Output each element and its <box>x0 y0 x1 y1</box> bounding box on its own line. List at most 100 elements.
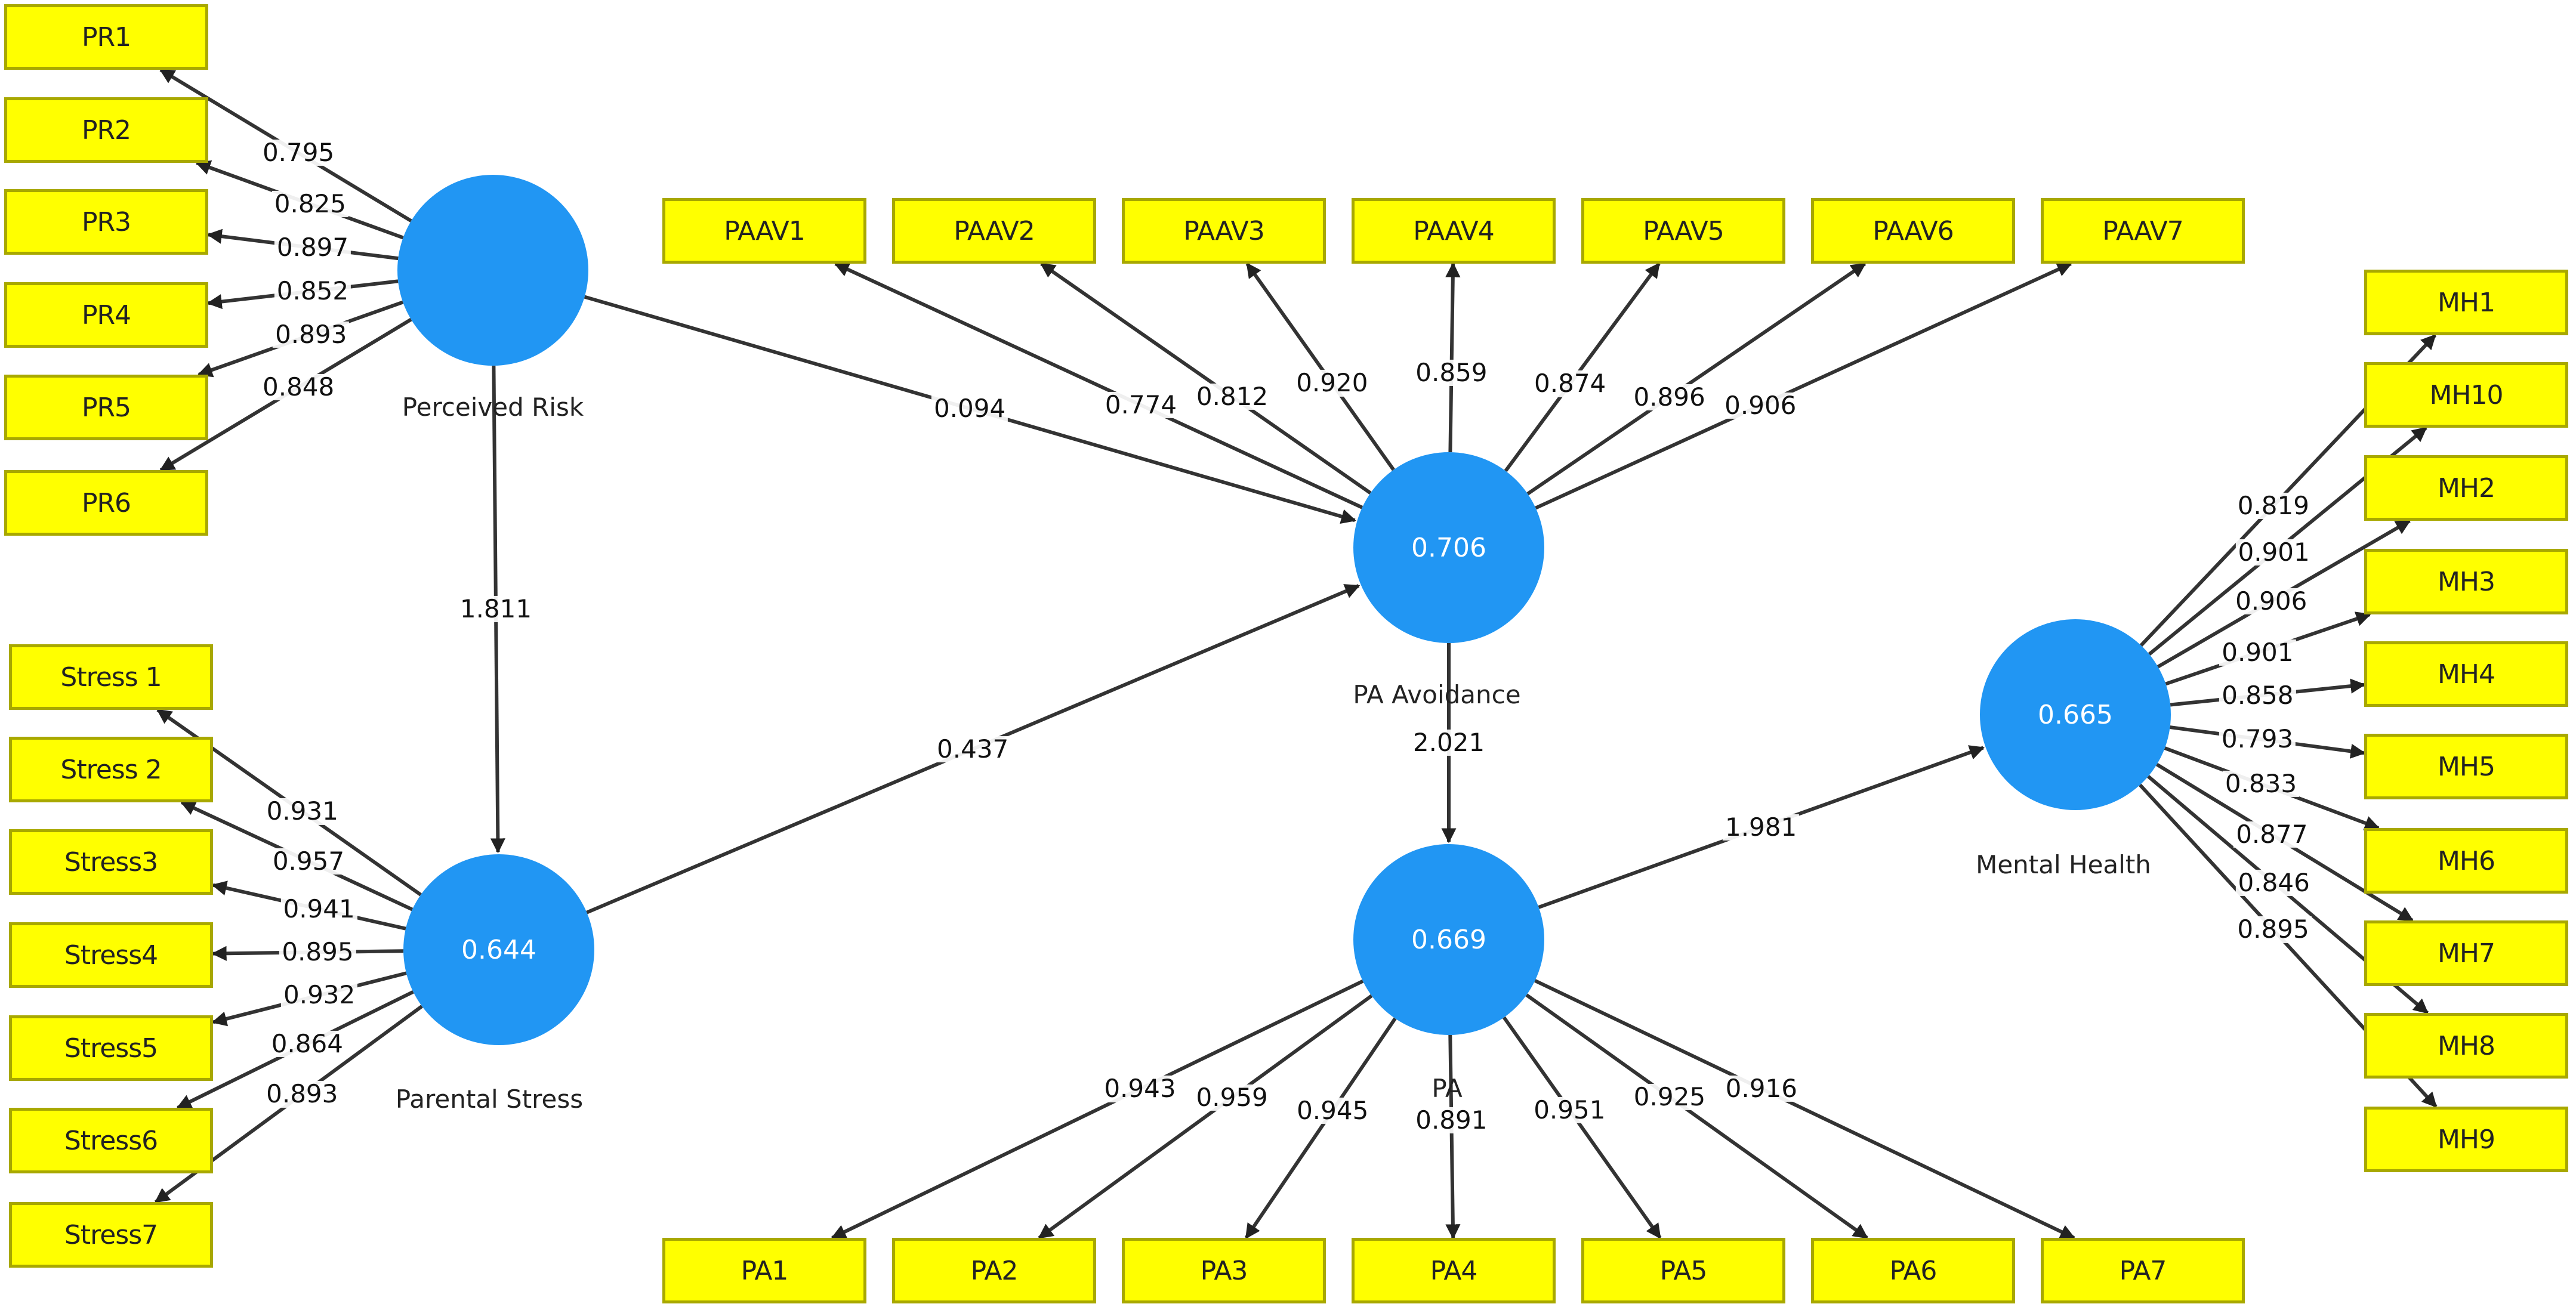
indicator-pr5[interactable]: PR5 <box>4 375 208 440</box>
loading-label-mh-5: 0.858 <box>2219 682 2296 709</box>
indicator-paav6[interactable]: PAAV6 <box>1811 198 2015 264</box>
indicator-mh1[interactable]: MH1 <box>2364 270 2568 335</box>
loading-arrow-pa-2 <box>1038 994 1373 1240</box>
r-squared-value: 0.665 <box>2038 699 2113 730</box>
indicator-mh10[interactable]: MH10 <box>2364 362 2568 428</box>
loading-label-pr-3: 0.897 <box>274 234 351 261</box>
loading-arrow-pa-3 <box>1244 1017 1397 1240</box>
loading-label-ps-7: 0.893 <box>264 1081 341 1108</box>
indicator-paav7[interactable]: PAAV7 <box>2041 198 2245 264</box>
indicator-paav2[interactable]: PAAV2 <box>892 198 1096 264</box>
loading-label-mh-10: 0.895 <box>2235 916 2312 943</box>
loading-label-mh-8: 0.877 <box>2233 821 2310 848</box>
loading-arrow-pa-4 <box>1445 1034 1461 1240</box>
r-squared-value: 0.706 <box>1411 532 1486 563</box>
loading-arrow-paa-1 <box>834 262 1363 509</box>
loading-arrow-paa-4 <box>1445 262 1461 453</box>
loading-label-ps-2: 0.957 <box>270 848 347 875</box>
loading-arrow-paa-3 <box>1245 262 1395 471</box>
indicator-paav1[interactable]: PAAV1 <box>662 198 866 264</box>
loading-label-pa-4: 0.891 <box>1413 1107 1490 1133</box>
path-coefficient-paa-to-pa: 2.021 <box>1410 729 1488 756</box>
loading-arrow-paa-2 <box>1039 262 1372 495</box>
loading-label-paa-4: 0.859 <box>1413 360 1490 387</box>
path-coefficient-ps-to-paa: 0.437 <box>934 736 1011 762</box>
loading-label-paa-5: 0.874 <box>1532 370 1609 397</box>
construct-label-pr: Perceived Risk <box>402 393 584 422</box>
indicator-mh7[interactable]: MH7 <box>2364 920 2568 986</box>
indicator-pa1[interactable]: PA1 <box>662 1238 866 1303</box>
loading-label-pa-1: 0.943 <box>1102 1076 1179 1102</box>
r-squared-value: 0.644 <box>461 934 536 965</box>
loading-label-pa-6: 0.925 <box>1631 1083 1708 1110</box>
loading-label-pa-7: 0.916 <box>1723 1075 1800 1102</box>
indicator-stress-2[interactable]: Stress 2 <box>9 737 213 802</box>
indicator-pa5[interactable]: PA5 <box>1581 1238 1785 1303</box>
indicator-stress3[interactable]: Stress3 <box>9 829 213 895</box>
loading-label-mh-4: 0.901 <box>2219 639 2296 666</box>
construct-pr[interactable] <box>397 175 588 366</box>
indicator-pa3[interactable]: PA3 <box>1122 1238 1326 1303</box>
indicator-pa4[interactable]: PA4 <box>1352 1238 1556 1303</box>
loading-label-pr-4: 0.852 <box>274 277 351 304</box>
loading-label-pr-2: 0.825 <box>272 190 349 218</box>
indicator-mh9[interactable]: MH9 <box>2364 1107 2568 1172</box>
loading-arrow-pa-7 <box>1534 979 2076 1240</box>
indicator-stress-1[interactable]: Stress 1 <box>9 644 213 710</box>
indicator-paav3[interactable]: PAAV3 <box>1122 198 1326 264</box>
indicator-pa6[interactable]: PA6 <box>1811 1238 2015 1303</box>
loading-label-ps-6: 0.864 <box>269 1030 345 1058</box>
loading-arrow-pa-1 <box>831 979 1364 1240</box>
loading-label-mh-7: 0.833 <box>2222 771 2300 798</box>
loading-label-pr-1: 0.795 <box>260 140 337 166</box>
construct-label-paa: PA Avoidance <box>1353 680 1521 709</box>
loading-label-mh-2: 0.901 <box>2235 539 2312 566</box>
loading-label-mh-1: 0.819 <box>2235 492 2312 519</box>
construct-pa[interactable]: 0.669 <box>1353 844 1544 1035</box>
indicator-mh5[interactable]: MH5 <box>2364 734 2568 799</box>
loading-label-mh-9: 0.846 <box>2235 869 2312 896</box>
indicator-stress5[interactable]: Stress5 <box>9 1015 213 1081</box>
indicator-pr2[interactable]: PR2 <box>4 97 208 163</box>
construct-ps[interactable]: 0.644 <box>403 854 594 1045</box>
r-squared-value: 0.669 <box>1411 924 1486 955</box>
indicator-stress6[interactable]: Stress6 <box>9 1108 213 1173</box>
loading-arrow-paa-6 <box>1526 262 1867 496</box>
indicator-paav4[interactable]: PAAV4 <box>1352 198 1556 264</box>
indicator-mh6[interactable]: MH6 <box>2364 828 2568 894</box>
indicator-paav5[interactable]: PAAV5 <box>1581 198 1785 264</box>
indicator-mh2[interactable]: MH2 <box>2364 455 2568 521</box>
indicator-pr6[interactable]: PR6 <box>4 470 208 536</box>
indicator-pr4[interactable]: PR4 <box>4 282 208 348</box>
construct-label-pa: PA <box>1432 1074 1463 1103</box>
indicator-stress4[interactable]: Stress4 <box>9 922 213 988</box>
indicator-pa2[interactable]: PA2 <box>892 1238 1096 1303</box>
loading-arrow-paa-5 <box>1504 262 1661 472</box>
loading-label-mh-6: 0.793 <box>2219 725 2296 752</box>
loading-label-ps-5: 0.932 <box>281 982 358 1009</box>
construct-paa[interactable]: 0.706 <box>1353 452 1544 643</box>
loading-label-pa-5: 0.951 <box>1531 1096 1608 1123</box>
loading-label-paa-1: 0.774 <box>1102 391 1180 419</box>
loading-label-ps-1: 0.931 <box>264 798 341 825</box>
indicator-pr1[interactable]: PR1 <box>4 4 208 70</box>
construct-mh[interactable]: 0.665 <box>1980 619 2171 810</box>
indicator-pa7[interactable]: PA7 <box>2041 1238 2245 1303</box>
path-coefficient-pa-to-mh: 1.981 <box>1722 814 1800 841</box>
loading-label-paa-2: 0.812 <box>1193 383 1271 410</box>
indicator-mh4[interactable]: MH4 <box>2364 641 2568 707</box>
indicator-mh3[interactable]: MH3 <box>2364 549 2568 614</box>
loading-label-mh-3: 0.906 <box>2233 588 2310 614</box>
indicator-pr3[interactable]: PR3 <box>4 189 208 255</box>
loading-label-pr-6: 0.848 <box>260 373 337 401</box>
indicator-stress7[interactable]: Stress7 <box>9 1202 213 1268</box>
loading-label-paa-7: 0.906 <box>1722 392 1799 419</box>
path-coefficient-pr-to-paa: 0.094 <box>931 395 1008 422</box>
loading-label-pa-2: 0.959 <box>1193 1084 1270 1111</box>
loading-arrow-pa-5 <box>1503 1016 1662 1240</box>
loading-label-pr-5: 0.893 <box>273 322 350 348</box>
indicator-mh8[interactable]: MH8 <box>2364 1013 2568 1079</box>
loading-label-pa-3: 0.945 <box>1294 1097 1371 1124</box>
